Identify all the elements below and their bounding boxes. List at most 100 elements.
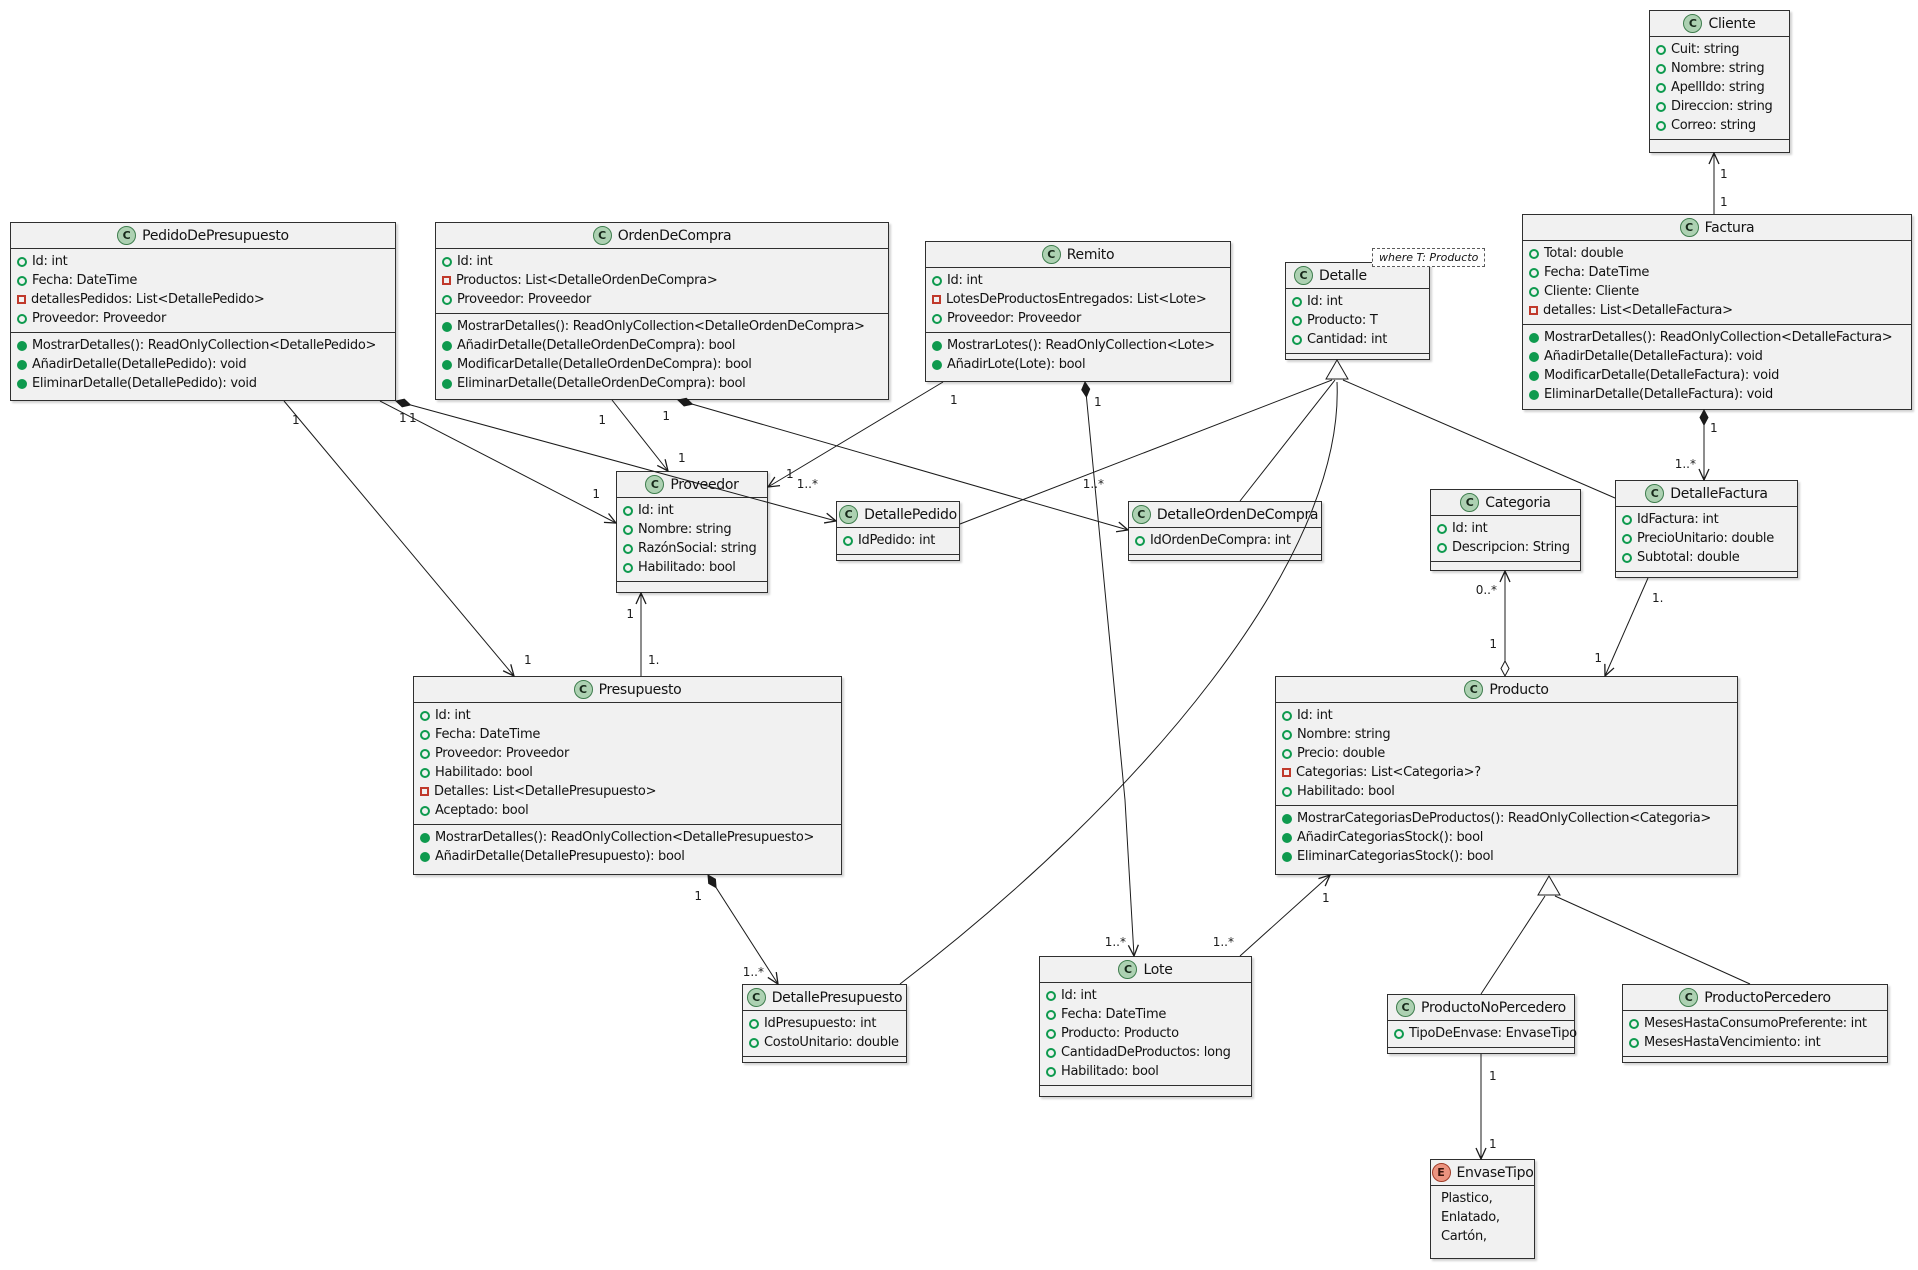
field-row: CostoUnitario: double <box>749 1033 899 1052</box>
methods-compartment: MostrarDetalles(): ReadOnlyCollection<De… <box>1523 324 1911 409</box>
member-text: MostrarCategoriasDeProductos(): ReadOnly… <box>1297 811 1711 826</box>
member-text: MesesHastaVencimiento: int <box>1644 1035 1821 1050</box>
public-field-icon <box>1529 286 1539 297</box>
class-name: OrdenDeCompra <box>617 227 732 244</box>
field-row: IdPedido: int <box>843 531 951 550</box>
field-row: Proveedor: Proveedor <box>442 290 880 309</box>
member-text: AñadirCategoriasStock(): bool <box>1297 830 1484 845</box>
member-text: MostrarDetalles(): ReadOnlyCollection<De… <box>32 338 377 353</box>
member-text: Precio: double <box>1297 746 1385 761</box>
public-field-icon <box>442 294 452 305</box>
field-row: Cliente: Cliente <box>1529 282 1903 301</box>
field-row: Subtotal: double <box>1622 548 1789 567</box>
method-row: MostrarDetalles(): ReadOnlyCollection<De… <box>442 317 880 336</box>
class-name: Remito <box>1066 246 1115 263</box>
public-method-icon <box>420 832 430 843</box>
multiplicity-label: 1 <box>399 411 407 425</box>
field-row: Habilitado: bool <box>623 558 759 577</box>
member-text: Fecha: DateTime <box>1061 1007 1167 1022</box>
class-spot-icon: C <box>1118 960 1138 979</box>
method-row: AñadirDetalle(DetallePedido): void <box>17 355 387 374</box>
field-row: Proveedor: Proveedor <box>932 309 1222 328</box>
private-field-icon <box>1282 768 1291 777</box>
public-method-icon <box>1529 370 1539 381</box>
public-method-icon <box>17 378 27 389</box>
multiplicity-label: 1..* <box>1213 935 1234 949</box>
method-row: MostrarCategoriasDeProductos(): ReadOnly… <box>1282 809 1729 828</box>
generic-constraint-note: where T: Producto <box>1372 248 1486 267</box>
member-text: MostrarDetalles(): ReadOnlyCollection<De… <box>435 830 815 845</box>
edge-lote-producto <box>1239 875 1330 957</box>
field-row: Id: int <box>442 252 880 271</box>
class-spot-icon: C <box>573 680 593 699</box>
public-field-icon <box>17 256 27 267</box>
member-text: Habilitado: bool <box>1297 784 1395 799</box>
methods-compartment <box>1286 353 1429 360</box>
method-row: AñadirCategoriasStock(): bool <box>1282 828 1729 847</box>
methods-compartment <box>1616 571 1797 578</box>
member-text: Direccion: string <box>1671 99 1773 114</box>
methods-compartment: MostrarDetalles(): ReadOnlyCollection<De… <box>436 313 888 399</box>
member-text: Correo: string <box>1671 118 1756 133</box>
field-row: RazónSocial: string <box>623 539 759 558</box>
field-row: Id: int <box>1437 519 1572 538</box>
public-method-icon <box>17 340 27 351</box>
public-method-icon <box>442 378 452 389</box>
member-text: Fecha: DateTime <box>435 727 541 742</box>
member-text: detallesPedidos: List<DetallePedido> <box>31 292 265 307</box>
edge-detallepresupuesto-detalle <box>899 381 1338 985</box>
edge-detalleordendecompra-detalle <box>1239 379 1336 502</box>
field-row: MesesHastaVencimiento: int <box>1629 1033 1879 1052</box>
class-spot-icon: C <box>117 226 137 245</box>
public-field-icon <box>1437 523 1447 534</box>
class-spot-icon: C <box>746 988 766 1007</box>
multiplicity-label: 1 <box>1710 421 1718 435</box>
class-name: Cliente <box>1708 15 1756 32</box>
multiplicity-label: 1 <box>1489 637 1497 651</box>
member-text: Cuit: string <box>1671 42 1740 57</box>
member-text: Id: int <box>947 273 983 288</box>
method-row: MostrarLotes(): ReadOnlyCollection<Lote> <box>932 336 1222 355</box>
multiplicity-label: 1 <box>1720 167 1728 181</box>
member-text: Cantidad: int <box>1307 332 1388 347</box>
public-method-icon <box>1529 389 1539 400</box>
field-row: Proveedor: Proveedor <box>17 309 387 328</box>
public-method-icon <box>1282 832 1292 843</box>
public-field-icon <box>442 256 452 267</box>
public-method-icon <box>1282 813 1292 824</box>
field-row: Categorias: List<Categoria>? <box>1282 763 1729 782</box>
class-name: DetalleOrdenDeCompra <box>1156 506 1319 523</box>
member-text: EliminarCategoriasStock(): bool <box>1297 849 1494 864</box>
field-row: Fecha: DateTime <box>17 271 387 290</box>
member-text: Id: int <box>435 708 471 723</box>
methods-compartment <box>1650 139 1789 152</box>
public-field-icon <box>1046 1066 1056 1077</box>
public-field-icon <box>843 535 853 546</box>
member-text: Habilitado: bool <box>435 765 533 780</box>
edge-ordendecompra-proveedor <box>611 399 668 471</box>
multiplicity-label: 1. <box>648 653 659 667</box>
public-field-icon <box>1529 248 1539 259</box>
field-row: Proveedor: Proveedor <box>420 744 833 763</box>
public-field-icon <box>623 524 633 535</box>
member-text: PrecioUnitario: double <box>1637 531 1774 546</box>
public-field-icon <box>1656 120 1666 131</box>
public-field-icon <box>1292 334 1302 345</box>
inheritance-triangle-producto <box>1537 875 1561 896</box>
method-row: ModificarDetalle(DetalleOrdenDeCompra): … <box>442 355 880 374</box>
member-text: Id: int <box>32 254 68 269</box>
